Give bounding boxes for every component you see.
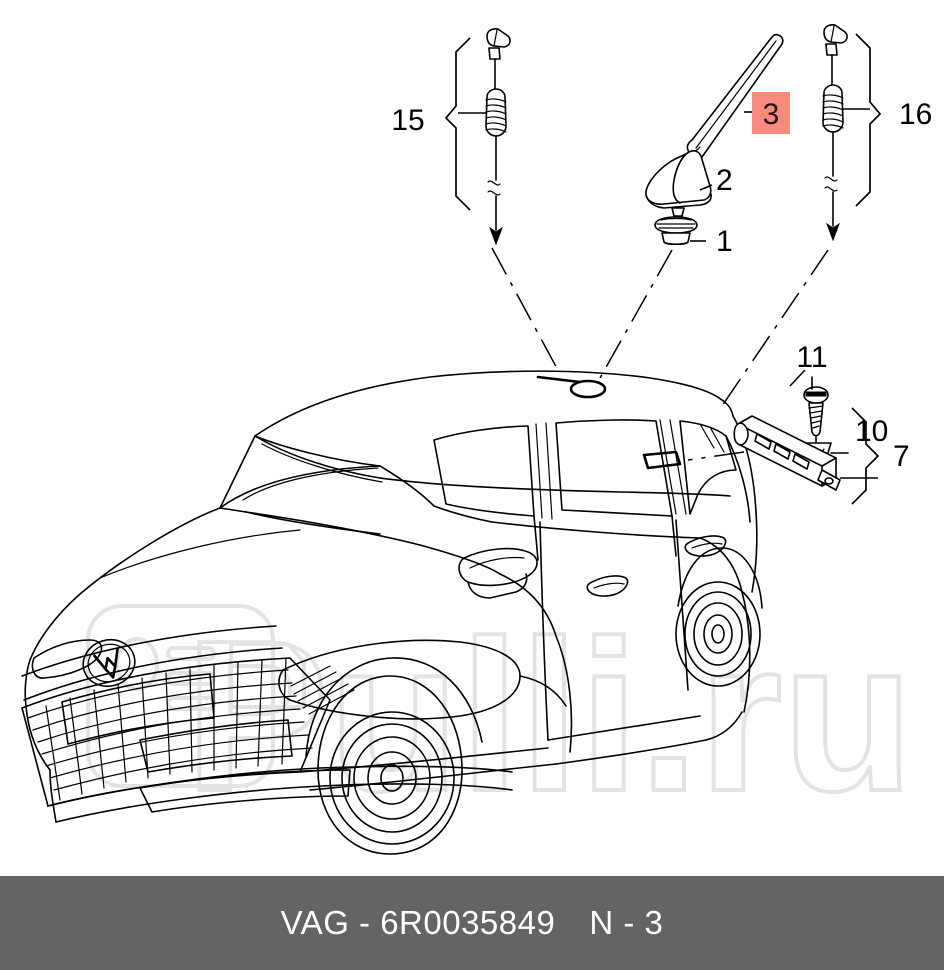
leader-15-to-roof: [491, 247, 561, 375]
part-7-amplifier: 7: [733, 407, 910, 505]
roof-antenna-hole: [569, 379, 607, 399]
callout-15-number: 15: [391, 104, 424, 137]
grille-mesh: [27, 657, 313, 801]
front-wheel: [305, 657, 483, 855]
technical-drawing: .ln { fill:none; stroke:#000; stroke-wid…: [21, 24, 932, 855]
brace-15: [444, 37, 471, 211]
callout-1-number: 1: [716, 225, 733, 258]
leader-1-to-roof: [599, 249, 673, 379]
ferrite-coil-15: [485, 88, 507, 137]
tick-callout-2: [699, 184, 713, 191]
callout-11-number: 11: [796, 341, 827, 374]
footer-bar: VAG - 6R0035849 N - 3: [0, 876, 944, 970]
leader-lines: [491, 247, 829, 461]
cable-connector-16: [823, 24, 848, 56]
part-1-seal: [654, 216, 698, 246]
part-2-antenna-base: [645, 150, 712, 220]
brace-7: [851, 407, 880, 505]
footer-section-label: N - 3: [589, 904, 664, 941]
brace-16: [855, 33, 882, 207]
callout-3-number: 3: [763, 98, 780, 131]
ferrite-coil-16: [822, 84, 844, 133]
part-15-assembly: 15: [391, 28, 511, 246]
callout-10-number: 10: [855, 415, 888, 448]
leader-16-to-body: [721, 249, 829, 407]
amplifier-position-marker: [642, 450, 682, 470]
leader-7-to-panel: [687, 451, 745, 461]
highlight-box[interactable]: [752, 92, 790, 134]
rear-wheel: [675, 537, 763, 741]
roof-slot-marker: [536, 375, 582, 384]
diagram-canvas: .ln { fill:none; stroke:#000; stroke-wid…: [21, 24, 933, 855]
leader-11-short: [789, 369, 806, 387]
vehicle-illustration: [21, 370, 763, 855]
part-16-assembly: 16: [822, 24, 932, 242]
cable-connector-15: [486, 28, 511, 60]
callout-2-number: 2: [716, 164, 733, 197]
highlight-callout-3[interactable]: 3: [752, 92, 790, 134]
amplifier-slots: [754, 433, 810, 470]
watermark-text: Pulli.ru: [185, 595, 914, 836]
callout-7-number: 7: [893, 440, 910, 473]
footer-part-number: VAG - 6R0035849: [280, 904, 556, 941]
part-11-screw: 11: [796, 341, 829, 444]
callout-16-number: 16: [899, 98, 932, 131]
